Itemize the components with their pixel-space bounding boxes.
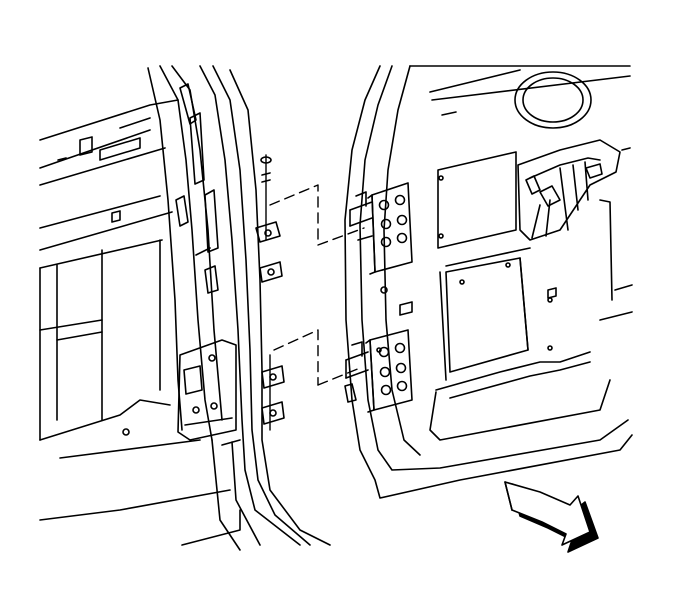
door-latch: [517, 139, 621, 241]
body-pillar: [147, 65, 331, 551]
rear-door: [344, 65, 633, 499]
hinge-bolts: [255, 154, 285, 431]
upper-hinge: [349, 182, 413, 275]
exploded-guide-lines: [269, 184, 365, 386]
body-interior: [39, 99, 241, 546]
direction-arrow: [504, 481, 599, 553]
lower-hinge: [344, 329, 413, 413]
